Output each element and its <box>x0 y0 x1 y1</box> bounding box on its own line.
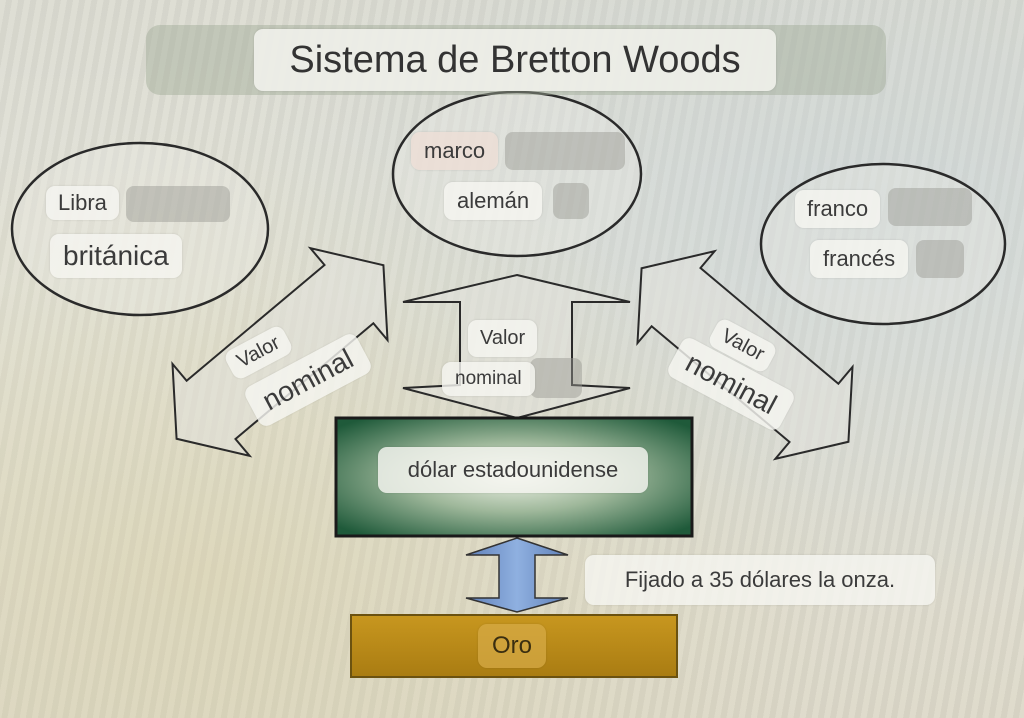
gold-box-label: Oro <box>478 624 547 668</box>
british-currency-line1: Libra <box>46 186 119 220</box>
gold-peg-note: Fijado a 35 dólares la onza. <box>585 555 935 605</box>
dollar-gold-link-arrow <box>465 537 569 613</box>
german-label-shade-2 <box>553 183 589 219</box>
german-label-shade <box>505 132 625 170</box>
british-label-shade <box>126 186 230 222</box>
german-currency-line1: marco <box>411 132 499 170</box>
british-pound-ellipse <box>10 141 270 317</box>
british-currency-line2: británica <box>50 234 182 278</box>
page-title: Sistema de Bretton Woods <box>254 29 776 91</box>
french-label-shade <box>888 188 972 226</box>
german-mark-ellipse <box>391 90 643 258</box>
center-label-shade <box>530 358 582 398</box>
french-currency-line1: franco <box>795 190 881 228</box>
center-arrow-label-line1: Valor <box>468 320 538 357</box>
french-label-shade-2 <box>916 240 964 278</box>
center-arrow-label-line2: nominal <box>442 362 535 396</box>
dollar-box-label: dólar estadounidense <box>378 447 648 493</box>
german-currency-line2: alemán <box>444 182 543 220</box>
french-currency-line2: francés <box>810 240 909 278</box>
